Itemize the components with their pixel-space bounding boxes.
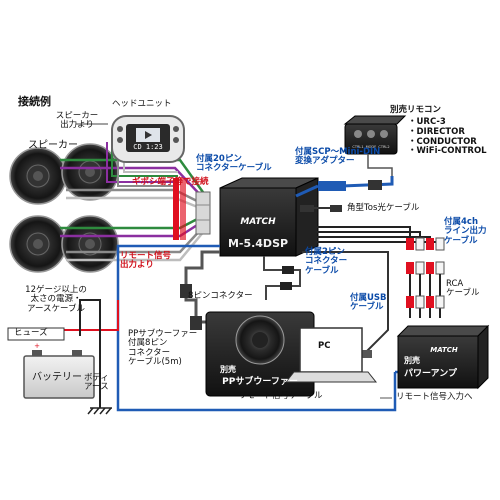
connector-2pin-label: 付属2ピン コネクター ケーブル [305,247,348,276]
speaker-out-label: スピーカー 出力より [55,111,99,131]
pc-label: PC [318,341,331,351]
page-title: 接続例 [18,95,51,108]
head-unit-label: ヘッドユニット [112,99,172,109]
pin8-connector-label: 8ピンコネクター [188,291,253,301]
head-unit: CD 1:23 [111,115,185,163]
rca-plugs [406,237,445,318]
remote-control: CTRL1 MODE CTRL2 [343,115,407,155]
usb-cable [302,251,389,358]
speaker-label: スピーカー [28,140,78,151]
power-amp-sold-separately-label: 別売 [404,356,420,365]
battery: + [23,342,95,399]
scp-adapter-cable [295,154,394,198]
gibosi-connector-bar [173,178,186,240]
svg-text:+: + [34,342,40,350]
usb-cable-label: 付属USB ケーブル [350,293,387,313]
pp-subwoofer-label: PPサブウーファー [222,377,298,387]
speaker-top-right [61,143,119,201]
wire-12gauge-label: 12ゲージ以上の 太さの電源・ アースケーブル [25,285,87,314]
tos-optical-cable [300,205,342,212]
dsp-brand-label: MATCH [240,217,276,227]
line-out-4ch-label: 付属4ch ライン出力 ケーブル [444,217,487,246]
power-amp-brand-label: MATCH [430,346,458,354]
dsp-model-label: M-5.4DSP [228,237,288,250]
fuse [7,327,65,341]
connector-20pin-label: 付属20ピン コネクターケーブル [196,154,272,174]
connector-20pin [195,191,211,235]
speaker-bottom-right [61,215,119,273]
battery-label: バッテリー [32,372,82,383]
head-unit-display: CD 1:23 [133,143,163,151]
gibosi-label: ギボシ端子等で接続 [132,177,209,187]
pp-cable-note-label: PPサブウーファー 付属8ピン コネクター ケーブル(5m) [128,329,198,368]
power-amp-label: パワーアンプ [404,369,458,379]
remote-knob-label: CTRL2 [378,145,389,149]
dsp-unit: MATCH M-5.4DSP [219,177,319,257]
tos-cable-label: 角型Tos光ケーブル [347,203,420,213]
remote-models-label: ・URC-3 ・DIRECTOR ・CONDUCTOR ・WiFi-CONTRO… [408,117,487,157]
connector-2pin-cable [263,256,301,300]
pc-laptop [284,327,378,383]
connector-8pin-cable [180,250,220,330]
remote-signal-cable-label: リモート信号ケーブル [238,391,323,401]
body-earth-label: ボディ アース [84,373,109,393]
pp-sold-separately-label: 別売 [220,365,236,374]
fuse-label: ヒューズ [14,328,48,338]
body-earth-symbol [87,407,112,415]
remote-knob-label: MODE [366,145,377,149]
speaker-top-left [9,147,67,205]
pp-subwoofer [205,311,315,397]
scp-adapter-label: 付属SCP〜Mini-DIN 変換アダプター [295,147,381,167]
remote-title-label: 別売リモコン [390,105,442,115]
rca-cable-label: RCA ケーブル [446,279,480,299]
remote-knob-label: CTRL1 [352,145,363,149]
remote-signal-input-label: リモート信号入力へ [396,392,473,402]
speaker-bottom-left [9,215,67,273]
power-amp: MATCH [396,324,490,390]
remote-signal-out-label: リモート信号 出力より [120,251,172,271]
